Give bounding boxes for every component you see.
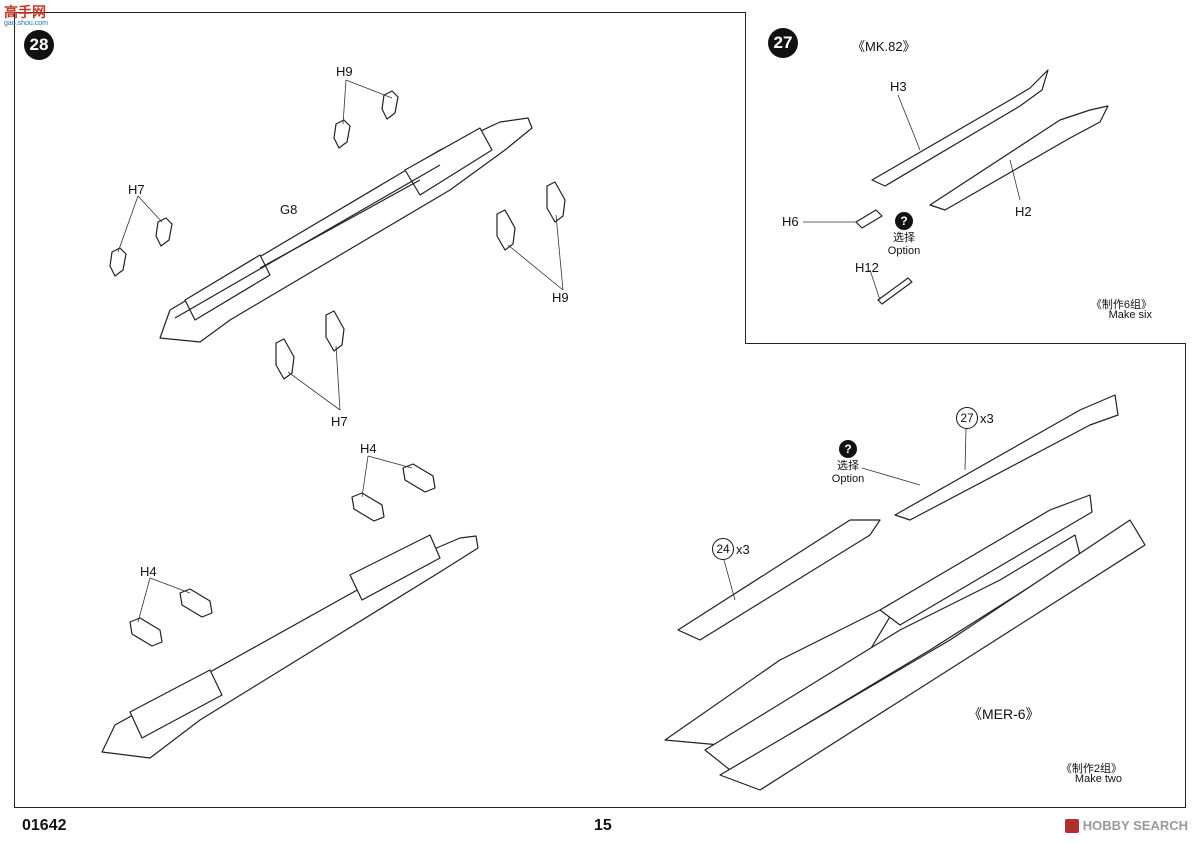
part-label-h7-bottom: H7 — [331, 414, 348, 429]
mk82-fuze-parts — [855, 209, 913, 305]
mer6-title: 《MER-6》 — [968, 706, 1040, 722]
make-two-cn: 《制作2组》 — [1060, 763, 1122, 775]
make-six-cn: 《制作6组》 — [1090, 299, 1152, 311]
part-label-h9-top: H9 — [336, 64, 353, 79]
inset-option-note: ? 选择 Option — [882, 212, 926, 258]
option-label-cn: 选择 — [837, 460, 859, 472]
option-label-en: Option — [831, 473, 865, 485]
hobby-search-watermark: HOBBY SEARCH — [1064, 818, 1188, 833]
hobby-search-logo-icon — [1064, 818, 1079, 833]
ref-step-24-qty: x3 — [736, 541, 750, 557]
part-label-h9-right: H9 — [552, 290, 569, 305]
part-label-h6: H6 — [782, 214, 799, 229]
option-label-cn: 选择 — [893, 232, 915, 244]
mk82-title: 《MK.82》 — [852, 39, 916, 54]
part-label-h12: H12 — [855, 260, 879, 275]
assembly-option-note: ? 选择 Option — [826, 440, 870, 486]
part-label-h7-left: H7 — [128, 182, 145, 197]
ref-step-27: 27 x3 — [956, 407, 994, 429]
page-number: 15 — [594, 817, 612, 834]
site-logo-url: gao.shou.com — [4, 20, 48, 27]
question-icon: ? — [895, 212, 913, 230]
product-code: 01642 — [22, 817, 67, 834]
part-label-h3: H3 — [890, 79, 907, 94]
page-frame — [14, 12, 1186, 808]
ref-step-24-number: 24 — [712, 538, 734, 560]
option-label-en: Option — [887, 245, 921, 257]
make-six-en: Make six — [1108, 309, 1152, 321]
upper-rack-part — [159, 117, 533, 343]
h4-clip-parts — [129, 463, 436, 647]
part-label-h4-left: H4 — [140, 564, 157, 579]
watermark-text: HOBBY SEARCH — [1082, 818, 1188, 833]
part-label-g8: G8 — [280, 202, 298, 217]
mer6-bomb-assembly — [664, 394, 1146, 791]
ref-step-27-qty: x3 — [980, 410, 994, 426]
leader-lines — [117, 79, 1021, 623]
ref-step-24: 24 x3 — [712, 538, 750, 560]
make-two-en: Make two — [1074, 773, 1122, 785]
step-number-main: 28 — [24, 30, 54, 60]
h9-clip-parts — [333, 90, 566, 251]
inset-panel — [745, 12, 1186, 344]
site-logo: 高手网 — [4, 4, 46, 20]
part-label-h2: H2 — [1015, 204, 1032, 219]
question-icon: ? — [839, 440, 857, 458]
lower-rack-part — [101, 534, 479, 759]
ref-step-27-number: 27 — [956, 407, 978, 429]
mk82-bomb-halves — [871, 69, 1109, 211]
h7-clip-parts — [109, 217, 345, 380]
step-number-inset: 27 — [768, 28, 798, 58]
part-label-h4-top: H4 — [360, 441, 377, 456]
